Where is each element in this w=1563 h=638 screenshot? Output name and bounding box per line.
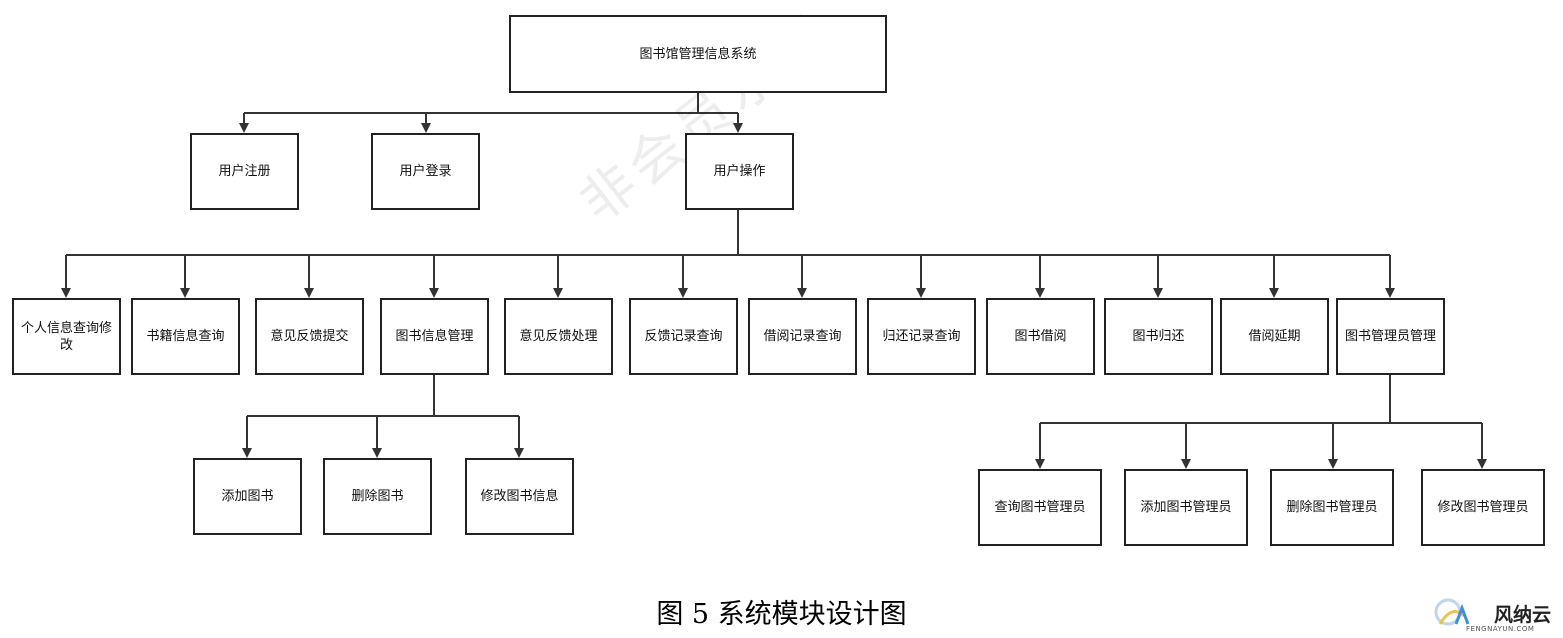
node-add-book-label: 添加图书 [221, 489, 274, 504]
node-feedback-submit: 意见反馈提交 [255, 298, 364, 375]
node-root: 图书馆管理信息系统 [509, 15, 887, 93]
node-book-borrow: 图书借阅 [986, 298, 1095, 375]
node-operation: 用户操作 [685, 133, 794, 210]
node-delete-book: 删除图书 [323, 458, 432, 535]
brand-logo-domain: FENGNAYUN.COM [1466, 625, 1535, 633]
node-feedback-record-label: 反馈记录查询 [644, 329, 723, 344]
node-book-manage-label: 图书信息管理 [395, 329, 474, 344]
node-book-return: 图书归还 [1104, 298, 1213, 375]
node-login: 用户登录 [371, 133, 480, 210]
node-operation-label: 用户操作 [713, 164, 766, 179]
figure-caption: 图 5 系统模块设计图 [656, 599, 907, 630]
node-add-admin: 添加图书管理员 [1124, 469, 1248, 546]
brand-logo-name: 风纳云 [1494, 604, 1552, 626]
node-register-label: 用户注册 [218, 164, 271, 179]
node-return-record-label: 归还记录查询 [882, 329, 961, 344]
node-edit-admin-label: 修改图书管理员 [1437, 500, 1529, 515]
node-book-query-label: 书籍信息查询 [146, 329, 225, 344]
node-borrow-extend: 借阅延期 [1220, 298, 1329, 375]
node-book-return-label: 图书归还 [1132, 329, 1185, 344]
node-query-admin-label: 查询图书管理员 [994, 500, 1086, 515]
node-admin-manage-label: 图书管理员管理 [1344, 329, 1436, 344]
node-add-admin-label: 添加图书管理员 [1140, 500, 1232, 515]
node-admin-manage: 图书管理员管理 [1336, 298, 1445, 375]
node-feedback-handle: 意见反馈处理 [504, 298, 613, 375]
node-register: 用户注册 [190, 133, 299, 210]
node-feedback-submit-label: 意见反馈提交 [270, 329, 349, 344]
node-book-borrow-label: 图书借阅 [1014, 329, 1067, 344]
node-query-admin: 查询图书管理员 [978, 469, 1102, 546]
node-delete-admin: 删除图书管理员 [1270, 469, 1394, 546]
node-borrow-record: 借阅记录查询 [748, 298, 857, 375]
node-personal-info-label: 个人信息查询修改 [20, 320, 112, 353]
node-return-record: 归还记录查询 [867, 298, 976, 375]
node-edit-book-label: 修改图书信息 [480, 489, 559, 504]
node-personal-info: 个人信息查询修改 [12, 298, 121, 375]
node-add-book: 添加图书 [193, 458, 302, 535]
brand-logo-icon [1434, 598, 1470, 626]
node-book-query: 书籍信息查询 [131, 298, 240, 375]
node-edit-admin: 修改图书管理员 [1421, 469, 1545, 546]
node-root-label: 图书馆管理信息系统 [639, 46, 757, 62]
node-feedback-record: 反馈记录查询 [629, 298, 738, 375]
node-delete-admin-label: 删除图书管理员 [1286, 500, 1378, 515]
node-book-manage: 图书信息管理 [380, 298, 489, 375]
node-edit-book: 修改图书信息 [465, 458, 574, 535]
node-borrow-extend-label: 借阅延期 [1248, 329, 1301, 344]
node-borrow-record-label: 借阅记录查询 [763, 329, 842, 344]
node-login-label: 用户登录 [399, 164, 452, 179]
node-delete-book-label: 删除图书 [351, 489, 404, 504]
node-feedback-handle-label: 意见反馈处理 [519, 329, 598, 344]
